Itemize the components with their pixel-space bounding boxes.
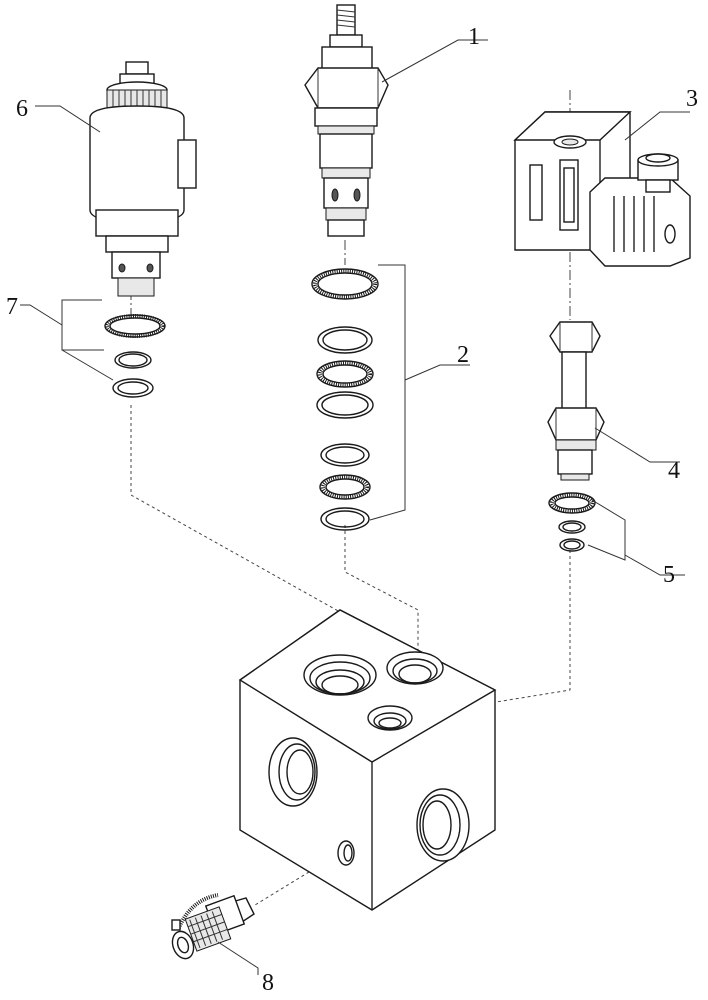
part-3-solenoid-coil xyxy=(513,111,691,267)
part-7-seal-set xyxy=(61,299,166,398)
port-top-small xyxy=(367,705,413,731)
part-label-6: 6 xyxy=(16,96,28,122)
port-top-large xyxy=(303,654,377,696)
part-8-test-coupling xyxy=(171,893,255,960)
port-right-face xyxy=(416,788,470,862)
part-label-8: 8 xyxy=(262,970,274,996)
leader-lines xyxy=(20,39,690,975)
part-4-valve-stem xyxy=(547,321,605,481)
part-2-seal-set xyxy=(311,264,406,531)
part-6-solenoid-valve xyxy=(89,61,197,297)
part-label-3: 3 xyxy=(686,86,698,112)
part-label-4: 4 xyxy=(668,458,680,484)
port-top-medium xyxy=(386,651,444,685)
port-left-face xyxy=(268,737,318,807)
part-label-7: 7 xyxy=(6,294,18,320)
valve-block xyxy=(238,609,497,911)
part-label-5: 5 xyxy=(663,562,675,588)
part-label-2: 2 xyxy=(457,342,469,368)
part-label-1: 1 xyxy=(468,24,480,50)
part-5-seal-set xyxy=(548,492,626,561)
part-1-cartridge-valve xyxy=(304,4,389,237)
port-test-point xyxy=(337,840,355,866)
